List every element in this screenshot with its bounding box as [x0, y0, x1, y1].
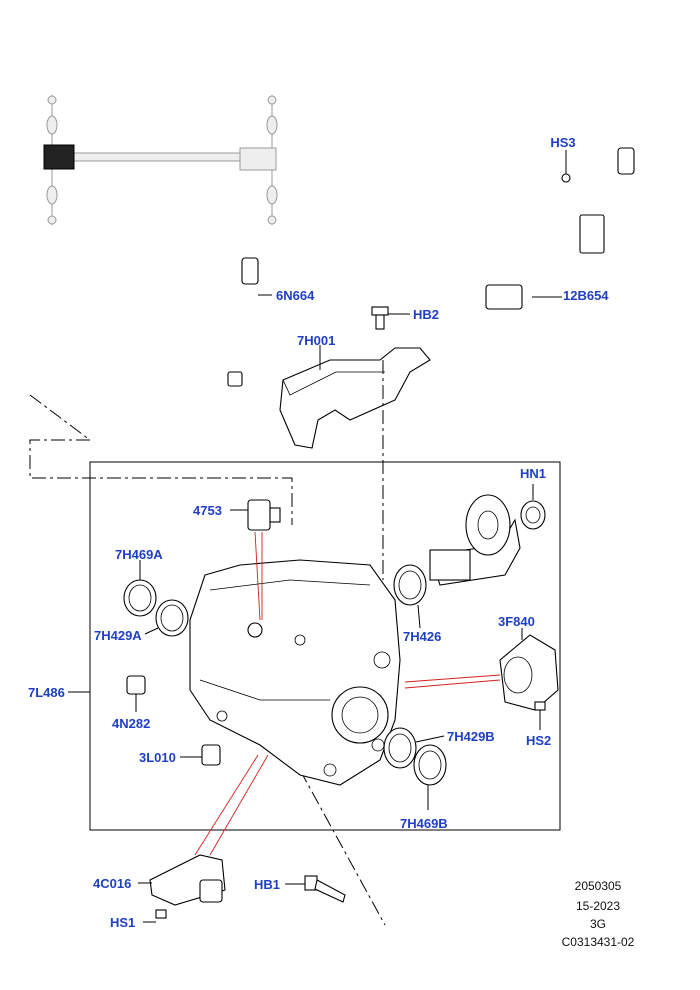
- module-4c016: [138, 754, 269, 923]
- callout-7h001[interactable]: 7H001: [297, 333, 335, 348]
- plug-4n282: [126, 675, 146, 712]
- differential-housing: [189, 559, 401, 786]
- reference-code-4: C0313431-02: [562, 935, 635, 949]
- callout-hb2[interactable]: HB2: [413, 307, 439, 322]
- callout-4c016[interactable]: 4C016: [93, 876, 131, 891]
- callout-3f840[interactable]: 3F840: [498, 614, 535, 629]
- breather-tube-6n664: [104, 257, 272, 442]
- driveline-overview-thumbnail: [43, 95, 278, 225]
- callout-hs3[interactable]: HS3: [550, 135, 575, 150]
- callout-hb1[interactable]: HB1: [254, 877, 280, 892]
- callout-hs2[interactable]: HS2: [526, 733, 551, 748]
- actuator-3f840: [404, 628, 559, 730]
- seal-rings: [123, 560, 447, 810]
- callout-6n664[interactable]: 6N664: [276, 288, 315, 303]
- callout-7h429b[interactable]: 7H429B: [447, 729, 495, 744]
- assembly-frame: [89, 461, 561, 831]
- bolt-hb1: [285, 875, 346, 903]
- reference-code-2: 15-2023: [576, 899, 620, 913]
- reference-code-1: 2050305: [575, 879, 622, 893]
- heat-shield-7h001: [279, 306, 431, 449]
- callout-hs1[interactable]: HS1: [110, 915, 135, 930]
- wiring-harness-12b654: [485, 147, 635, 310]
- callout-hn1[interactable]: HN1: [520, 466, 546, 481]
- callout-12b654[interactable]: 12B654: [563, 288, 609, 303]
- output-flange: [429, 484, 546, 586]
- callout-4753[interactable]: 4753: [193, 503, 222, 518]
- reference-code-3: 3G: [590, 917, 606, 931]
- callout-4n282[interactable]: 4N282: [112, 716, 150, 731]
- drain-3l010: [180, 744, 221, 766]
- callout-7h426[interactable]: 7H426: [403, 629, 441, 644]
- sensor-4753: [230, 499, 281, 621]
- callout-7h429a[interactable]: 7H429A: [94, 628, 142, 643]
- callout-7h469b[interactable]: 7H469B: [400, 816, 448, 831]
- callout-7l486[interactable]: 7L486: [28, 685, 65, 700]
- callout-3l010[interactable]: 3L010: [139, 750, 176, 765]
- callout-7h469a[interactable]: 7H469A: [115, 547, 163, 562]
